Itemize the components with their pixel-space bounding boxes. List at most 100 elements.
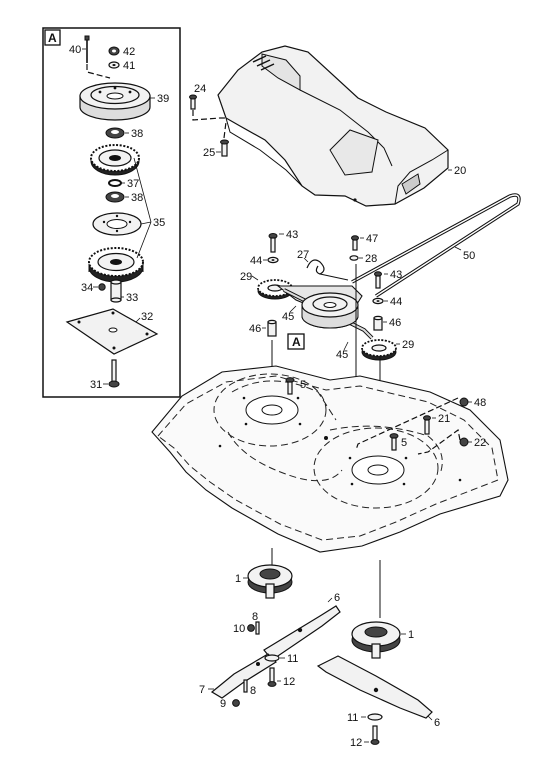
bolt-5-right bbox=[389, 433, 399, 451]
bearing-38-bottom bbox=[105, 191, 125, 203]
pulley-39 bbox=[79, 82, 151, 121]
label-42: 42 bbox=[123, 46, 135, 58]
bolt-47 bbox=[351, 235, 359, 251]
gear-lower bbox=[88, 247, 144, 283]
label-46-left: 46 bbox=[249, 323, 261, 335]
bolt-21 bbox=[423, 415, 431, 435]
label-45-upper: 45 bbox=[282, 311, 294, 323]
label-43-right: 43 bbox=[390, 269, 402, 281]
label-34: 34 bbox=[81, 282, 93, 294]
spindle-1-left bbox=[247, 564, 293, 599]
pulley-29-right bbox=[361, 339, 397, 361]
spacer-46-left bbox=[267, 319, 277, 337]
center-pulley bbox=[301, 292, 359, 329]
washer-44-right bbox=[372, 297, 384, 305]
washer-11-left bbox=[264, 654, 280, 662]
ring-plate bbox=[92, 212, 142, 236]
bolt-25 bbox=[220, 139, 229, 157]
bolt-5-left bbox=[285, 377, 295, 395]
label-6-left: 6 bbox=[334, 592, 340, 604]
label-33: 33 bbox=[126, 292, 138, 304]
svg-text:A: A bbox=[292, 335, 301, 349]
mower-deck bbox=[151, 365, 509, 553]
bolt-12-left bbox=[267, 667, 277, 687]
label-1-left: 1 bbox=[235, 573, 241, 585]
plate-32 bbox=[65, 308, 159, 355]
label-35: 35 bbox=[153, 217, 165, 229]
label-28: 28 bbox=[365, 253, 377, 265]
bearing-38-top bbox=[105, 127, 125, 139]
label-41: 41 bbox=[123, 60, 135, 72]
deck-cover-20 bbox=[217, 45, 449, 207]
bolt-43-right bbox=[374, 271, 382, 289]
bolt-12-right bbox=[370, 725, 380, 745]
label-39: 39 bbox=[157, 93, 169, 105]
nut-22 bbox=[459, 437, 469, 447]
callout-a: A bbox=[287, 333, 305, 350]
label-6-right: 6 bbox=[434, 717, 440, 729]
label-38-top: 38 bbox=[131, 128, 143, 140]
label-20: 20 bbox=[454, 165, 466, 177]
label-43-left: 43 bbox=[286, 229, 298, 241]
label-22: 22 bbox=[474, 437, 486, 449]
label-8-lower: 8 bbox=[250, 685, 256, 697]
label-8-upper: 8 bbox=[252, 611, 258, 623]
label-25: 25 bbox=[203, 147, 215, 159]
label-5-right: 5 bbox=[401, 437, 407, 449]
label-38-bottom: 38 bbox=[131, 192, 143, 204]
nut-34 bbox=[98, 283, 106, 291]
label-10: 10 bbox=[233, 623, 245, 635]
bolt-8-lower bbox=[243, 679, 248, 693]
nut-9 bbox=[232, 699, 240, 707]
label-46-right: 46 bbox=[389, 317, 401, 329]
label-48: 48 bbox=[474, 397, 486, 409]
label-24: 24 bbox=[194, 83, 206, 95]
label-50: 50 bbox=[463, 250, 475, 262]
bolt-40 bbox=[84, 35, 90, 63]
label-1-right: 1 bbox=[408, 629, 414, 641]
spacer-46-right bbox=[373, 315, 383, 331]
label-7: 7 bbox=[199, 684, 205, 696]
screw-24 bbox=[189, 94, 197, 110]
label-37: 37 bbox=[127, 178, 139, 190]
label-12-left: 12 bbox=[283, 676, 295, 688]
inset-detail-a: A 40 42 41 3 bbox=[42, 27, 181, 398]
label-44-left: 44 bbox=[250, 255, 262, 267]
washer-41 bbox=[108, 61, 120, 69]
label-40: 40 bbox=[69, 44, 81, 56]
label-11-left: 11 bbox=[287, 653, 298, 665]
inset-tag-a: A bbox=[48, 31, 57, 45]
drive-belt-50 bbox=[351, 193, 521, 298]
gear-upper bbox=[90, 144, 140, 176]
label-29-right: 29 bbox=[402, 339, 414, 351]
washer-28 bbox=[349, 255, 359, 261]
label-44-right: 44 bbox=[390, 296, 402, 308]
blade-7 bbox=[210, 653, 277, 699]
bolt-43-left bbox=[268, 233, 278, 253]
label-29-left: 29 bbox=[240, 271, 252, 283]
label-45-lower: 45 bbox=[336, 349, 348, 361]
blade-6-right bbox=[316, 655, 433, 719]
label-31: 31 bbox=[90, 379, 102, 391]
label-47: 47 bbox=[366, 233, 378, 245]
nut-10 bbox=[247, 624, 255, 632]
label-21: 21 bbox=[438, 413, 450, 425]
blade-6-left bbox=[263, 605, 341, 661]
pulley-29-left bbox=[257, 279, 293, 300]
nut-48 bbox=[459, 397, 469, 407]
spring-27 bbox=[306, 259, 349, 281]
label-12-right: 12 bbox=[350, 737, 362, 749]
bolt-31 bbox=[108, 359, 120, 388]
label-9: 9 bbox=[220, 698, 226, 710]
nut-42 bbox=[108, 46, 120, 56]
spacer-33 bbox=[110, 279, 122, 303]
washer-11-right bbox=[367, 713, 383, 721]
label-27: 27 bbox=[297, 249, 309, 261]
bolt-8-upper bbox=[255, 621, 260, 635]
washer-44-left bbox=[267, 256, 279, 264]
label-32: 32 bbox=[141, 311, 153, 323]
label-5-left: 5 bbox=[300, 379, 306, 391]
label-11-right: 11 bbox=[347, 712, 358, 724]
spindle-1-right bbox=[351, 621, 401, 659]
